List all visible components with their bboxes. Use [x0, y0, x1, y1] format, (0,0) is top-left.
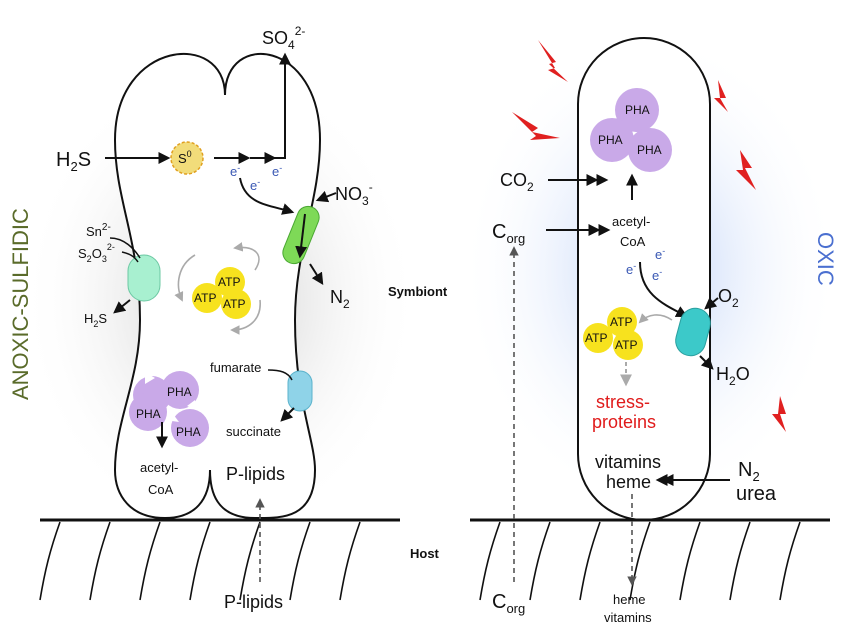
lightning-bolt-icon: [512, 40, 786, 432]
fumarate-transporter: [287, 370, 313, 412]
oxic-label: OXIC: [813, 232, 838, 286]
electron-r1: e-: [655, 246, 665, 262]
svg-text:PHA: PHA: [136, 407, 161, 421]
electron-flow-arrow: [239, 177, 295, 215]
acetyl-coa-left-1: acetyl-: [140, 460, 178, 475]
sn-label: Sn2-: [86, 222, 111, 239]
sulfur-globule: [170, 141, 204, 175]
plipids-bottom-label: P-lipids: [224, 592, 283, 612]
h2s-small-label: H2S: [84, 311, 107, 329]
n2-out-arrow: [309, 263, 324, 286]
h2o-out-arrow: [699, 355, 714, 370]
heme-bottom-label: heme: [613, 592, 646, 607]
pha-cluster-left: PHA PHA PHA: [129, 371, 209, 447]
sulfur-in-arrows: [109, 237, 141, 263]
n2-label: N2: [330, 287, 350, 311]
svg-text:ATP: ATP: [610, 315, 632, 329]
acetyl-coa-right-2: CoA: [620, 234, 646, 249]
n2-right-label: N2: [738, 459, 760, 484]
succinate-label: succinate: [226, 424, 281, 439]
svg-text:PHA: PHA: [637, 143, 662, 157]
svg-text:PHA: PHA: [625, 103, 650, 117]
o2-label: O2: [718, 286, 739, 310]
atp-cluster-right: ATP ATP ATP: [583, 307, 643, 360]
corg-bottom-label: Corg: [492, 591, 525, 616]
electron-3: e-: [272, 163, 282, 179]
no3-label: NO3-: [335, 180, 373, 208]
electron-r2: e-: [626, 261, 636, 277]
no3-reduction-arrow: [295, 213, 308, 259]
electron-flow-right: [639, 261, 689, 318]
fumarate-arrow: [267, 369, 293, 381]
h2s-label: H2S: [56, 149, 91, 174]
pha-cluster-right: PHA PHA PHA: [590, 88, 672, 172]
s0-label: S0: [178, 149, 192, 166]
vitamins-label: vitamins: [595, 452, 661, 472]
stress-proteins-1: stress-: [596, 392, 650, 412]
no3-in-arrow: [315, 190, 337, 203]
svg-text:ATP: ATP: [218, 275, 240, 289]
host-hatching: [39, 521, 801, 601]
heme-label: heme: [606, 472, 651, 492]
s2o3-label: S2O32-: [78, 242, 115, 264]
svg-text:PHA: PHA: [598, 133, 623, 147]
svg-text:ATP: ATP: [223, 297, 245, 311]
atp-cycle-arrows: [174, 242, 261, 335]
nitrate-transporter: [282, 205, 320, 265]
succinate-arrow: [280, 407, 295, 422]
electron-2: e-: [250, 177, 260, 193]
acetyl-coa-left-2: CoA: [148, 482, 174, 497]
symbiont-label: Symbiont: [388, 284, 448, 299]
urea-label: urea: [736, 483, 777, 505]
vitamins-bottom-label: vitamins: [604, 610, 652, 625]
electron-1: e-: [230, 163, 240, 179]
svg-text:PHA: PHA: [176, 425, 201, 439]
oxygen-transporter: [675, 307, 711, 357]
co2-label: CO2: [500, 170, 534, 194]
plipids-label: P-lipids: [226, 464, 285, 484]
svg-text:ATP: ATP: [194, 291, 216, 305]
h2s-out-arrow: [113, 299, 131, 314]
acetyl-coa-right-1: acetyl-: [612, 214, 650, 229]
h2o-label: H2O: [716, 364, 750, 388]
stress-proteins-2: proteins: [592, 412, 656, 432]
o2-in-arrow: [704, 297, 719, 310]
fumarate-label: fumarate: [210, 360, 261, 375]
svg-text:PHA: PHA: [167, 385, 192, 399]
so4-label: SO42-: [262, 24, 305, 52]
atp-cluster-left: ATP ATP ATP: [192, 267, 251, 319]
svg-text:ATP: ATP: [585, 331, 607, 345]
atp-to-transporter-arrow: [638, 313, 673, 324]
anoxic-sulfidic-label: ANOXIC-SULFIDIC: [8, 208, 33, 400]
svg-text:ATP: ATP: [615, 338, 637, 352]
corg-label: Corg: [492, 221, 525, 246]
electron-r3: e-: [652, 267, 662, 283]
sulfur-transporter: [127, 254, 161, 302]
host-label: Host: [410, 546, 440, 561]
